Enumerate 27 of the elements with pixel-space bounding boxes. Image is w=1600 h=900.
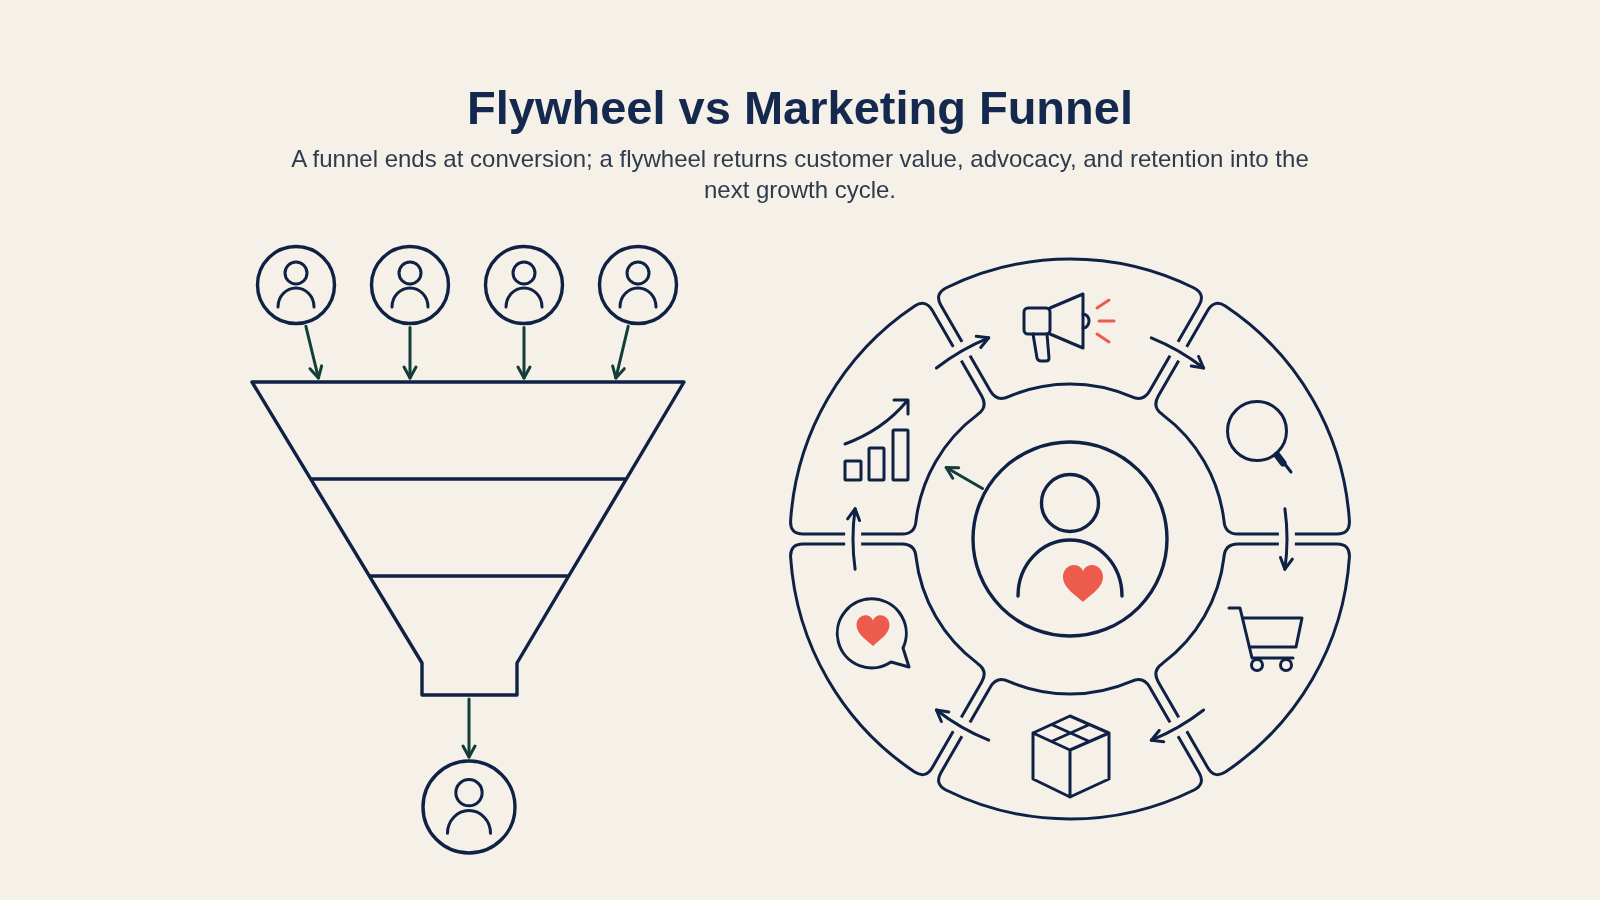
wheel-segment — [937, 677, 1203, 821]
arrow — [461, 697, 477, 759]
person-icon — [483, 244, 565, 326]
customer-circle — [971, 440, 1169, 638]
wheel-segment — [789, 542, 986, 777]
wheel-segment — [937, 257, 1203, 401]
arrow — [611, 324, 630, 380]
arrow — [402, 326, 418, 380]
arrow — [934, 708, 991, 742]
person-icon — [597, 244, 679, 326]
arrow — [846, 507, 862, 571]
arrow — [1278, 507, 1294, 571]
person-icon — [421, 759, 517, 855]
wheel-segment — [1154, 542, 1351, 777]
arrow — [304, 324, 324, 380]
arrow — [1149, 336, 1206, 370]
wheel-segment — [1154, 301, 1351, 536]
person-icon — [369, 244, 451, 326]
arrow — [1149, 708, 1206, 743]
arrow — [516, 326, 532, 380]
wheel-segment — [789, 301, 986, 536]
title: Flywheel vs Marketing Funnel — [467, 81, 1133, 135]
funnel — [250, 380, 686, 697]
arrow — [934, 335, 991, 370]
person-icon — [255, 244, 337, 326]
arrow — [944, 466, 984, 490]
caption: A funnel ends at conversion; a flywheel returns customer value, advocacy, and retention into the next growth cycle. — [290, 144, 1310, 205]
